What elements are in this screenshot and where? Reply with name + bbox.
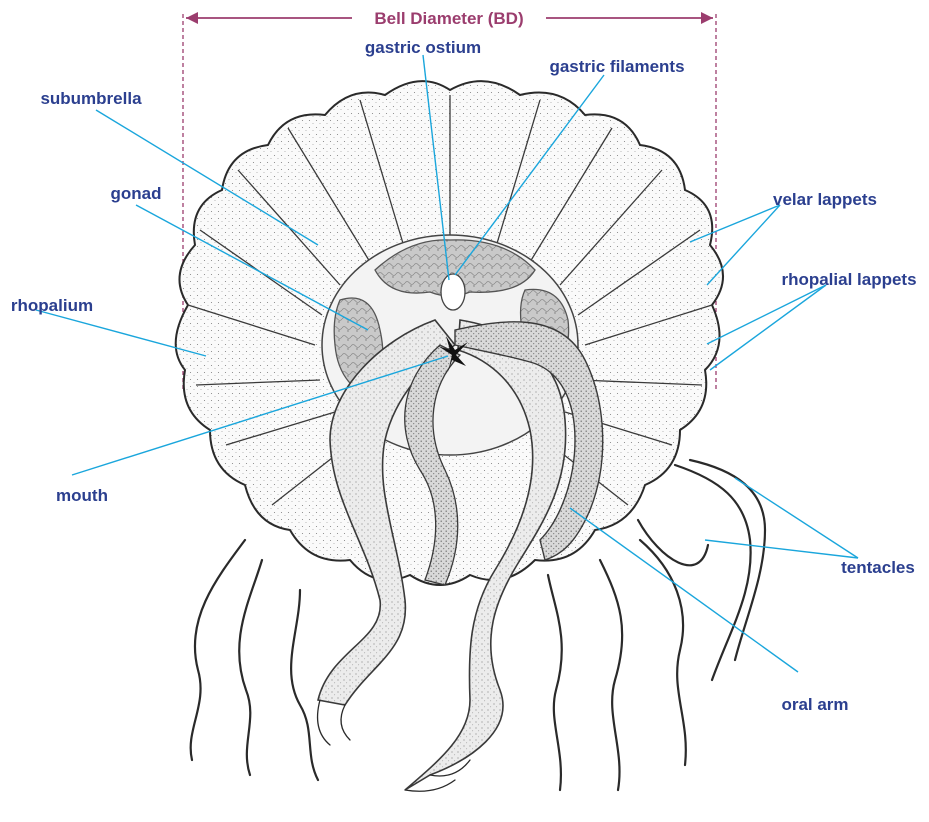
gastric-ostium-opening [441,274,465,310]
leader-velar-lappets-2 [707,205,780,285]
label-tentacles: tentacles [841,558,915,577]
leader-oral-arm [570,508,798,672]
leader-rhopalial-lappets-2 [710,285,826,370]
label-mouth: mouth [56,486,108,505]
bell-diameter-label: Bell Diameter (BD) [374,9,523,28]
leader-rhopalial-lappets-1 [707,285,826,344]
label-velar-lappets: velar lappets [773,190,877,209]
label-gastric-ostium: gastric ostium [365,38,481,57]
label-rhopalium: rhopalium [11,296,93,315]
label-subumbrella: subumbrella [40,89,142,108]
arrow-right-icon [701,12,713,24]
arrow-left-icon [186,12,198,24]
label-gastric-filaments: gastric filaments [549,57,684,76]
label-rhopalial-lappets: rhopalial lappets [781,270,916,289]
label-oral-arm: oral arm [781,695,848,714]
label-gonad: gonad [111,184,162,203]
